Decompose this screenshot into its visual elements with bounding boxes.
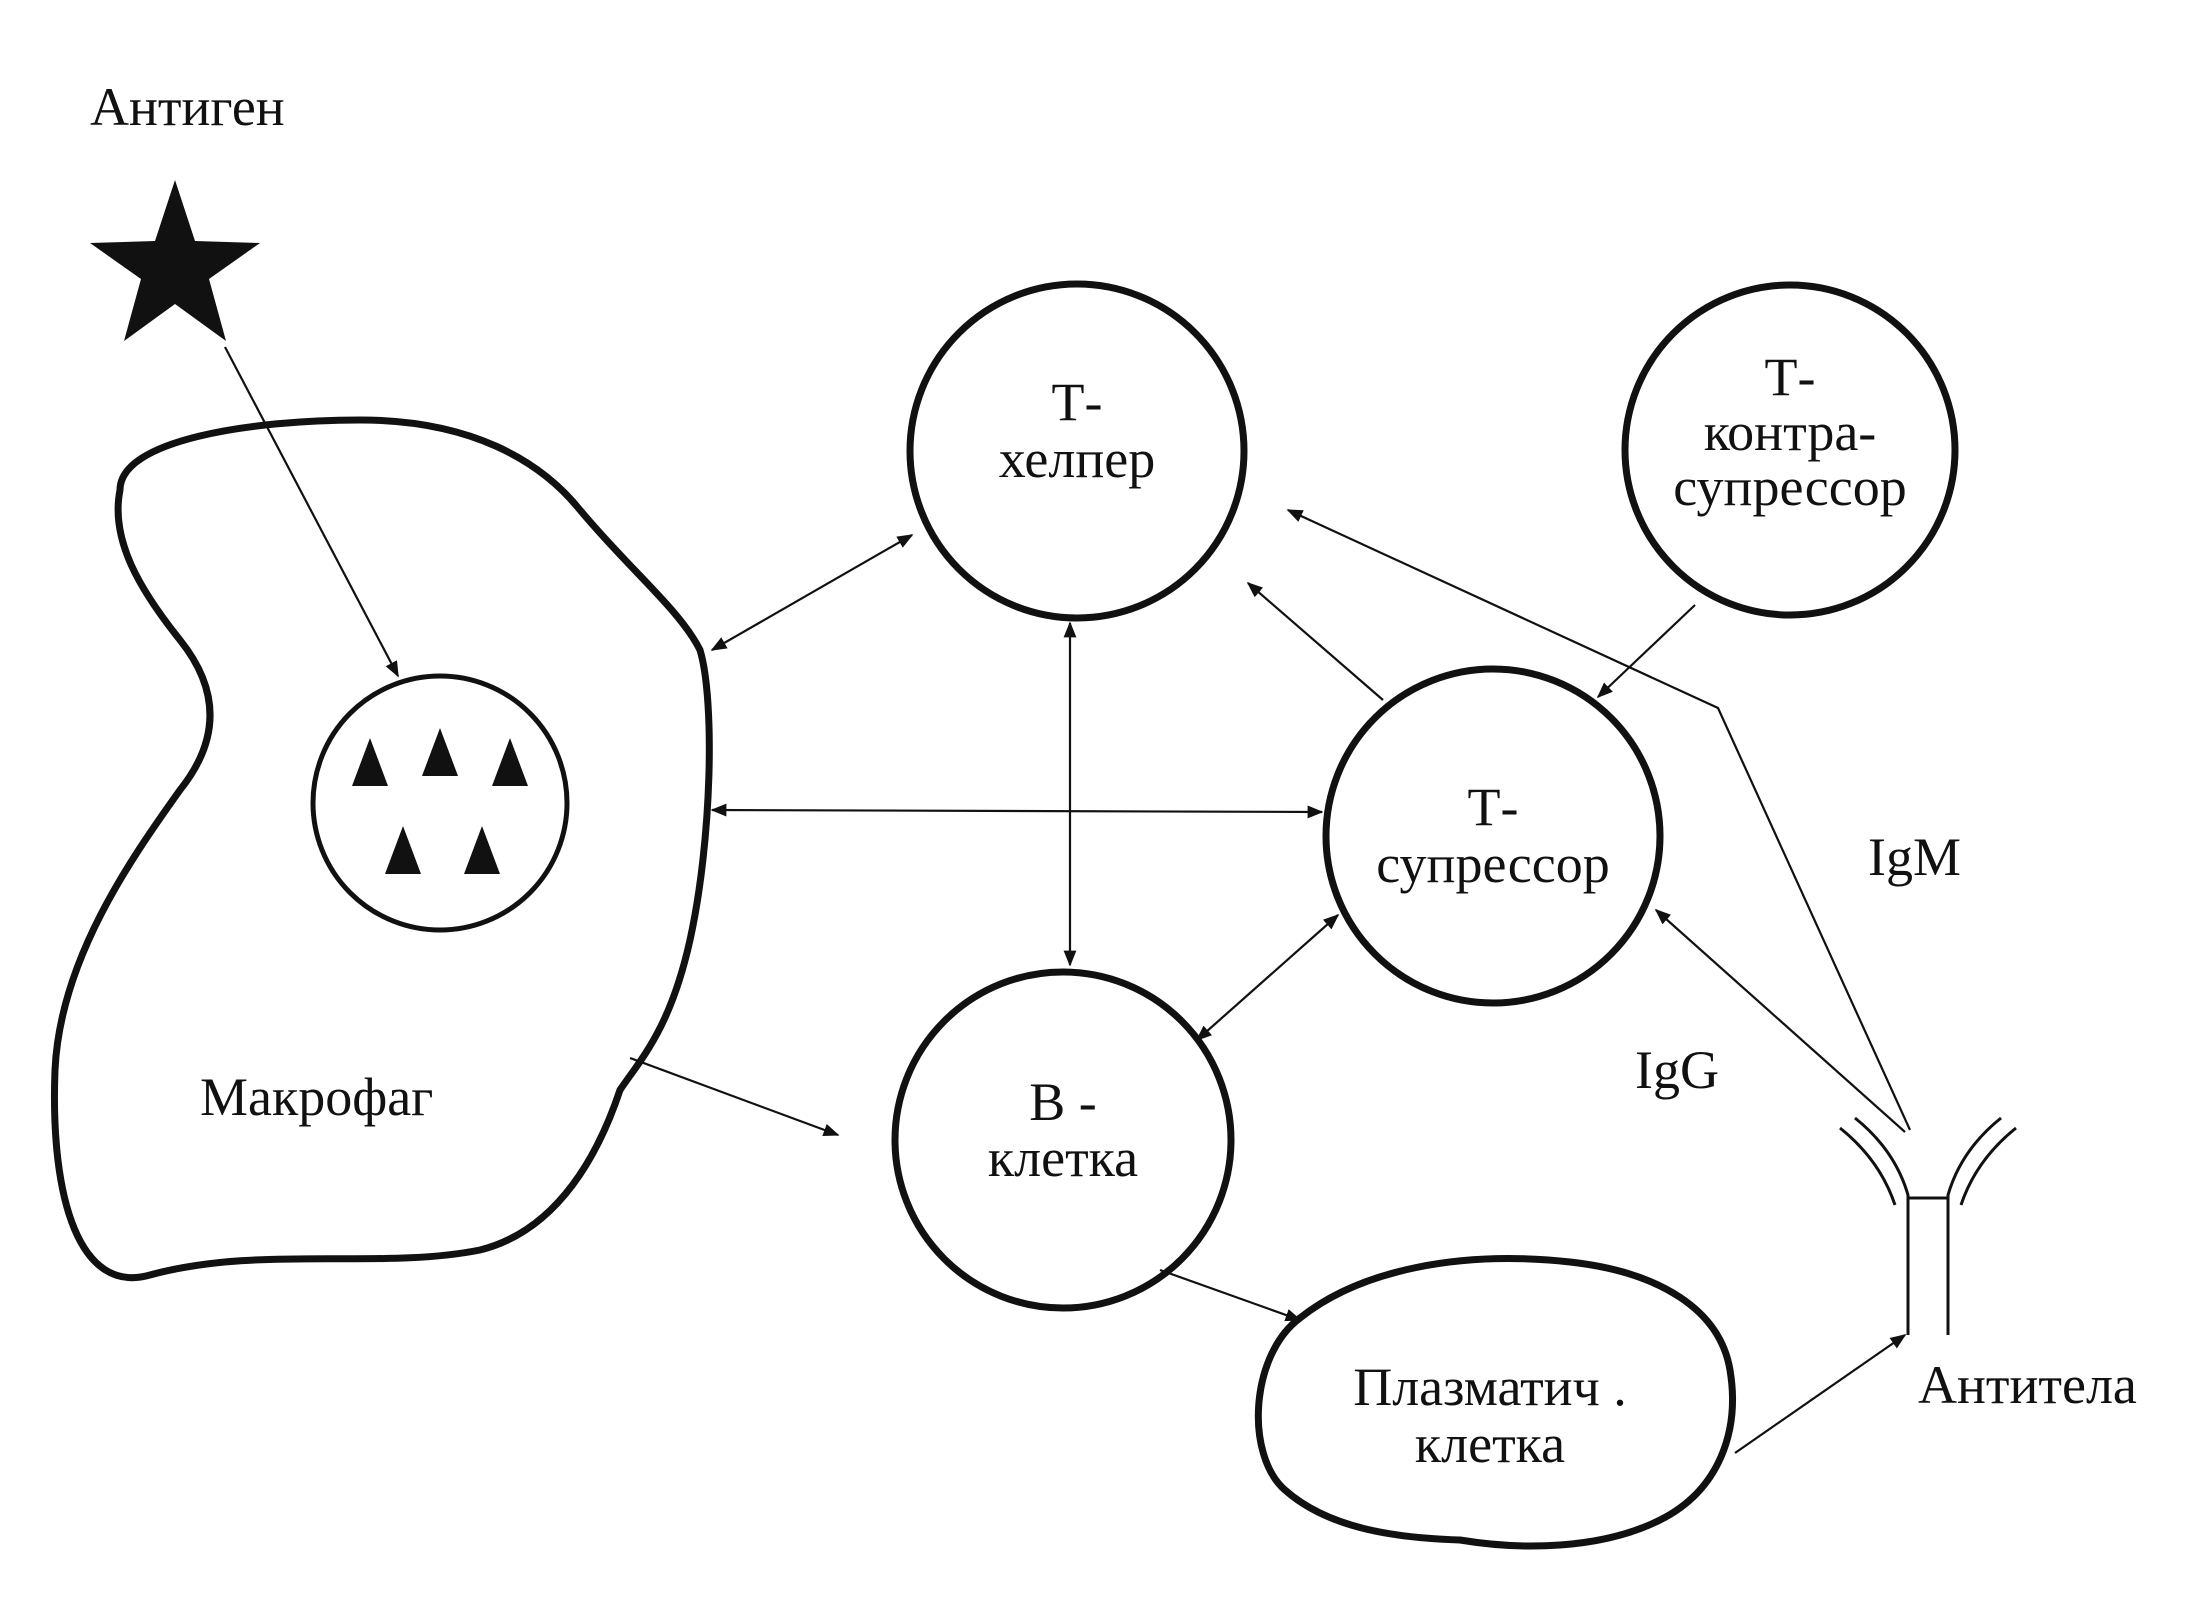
arrow-macrophage-t-suppressor: [710, 803, 1324, 819]
b-cell: [891, 968, 1235, 1312]
b-cell-label-line2: клетка: [988, 1128, 1138, 1188]
t-suppressor-cell: [1322, 665, 1664, 1007]
arrow-igg-to-t-suppressor: [1654, 908, 1906, 1133]
phagosome-vesicle: [310, 673, 570, 933]
arrow-macrophage-t-helper: [710, 534, 914, 651]
t-helper-cell: [906, 280, 1248, 622]
arrow-t-suppressor-to-t-helper: [1246, 581, 1384, 701]
t-contrasuppressor-cell: [1621, 281, 1959, 619]
arrow-macrophage-to-b-cell: [629, 1056, 840, 1137]
arrow-t-suppressor-b-cell: [1195, 913, 1340, 1042]
igg-label: IgG: [1635, 1040, 1719, 1100]
plasma-cell: [1254, 1255, 1736, 1550]
plasma-cell-label-line1: Плазматич .: [1353, 1357, 1627, 1417]
arrow-t-contrasuppressor-to-t-suppressor: [1596, 604, 1696, 699]
t-suppressor-label-line2: супрессор: [1376, 834, 1609, 894]
igm-label: IgM: [1868, 827, 1961, 887]
arrow-igm-to-t-helper: [1286, 509, 1912, 1131]
t-helper-label-line2: хелпер: [999, 429, 1155, 489]
t-contrasuppressor-label-line2: контра-: [1704, 402, 1877, 462]
arrow-b-cell-to-plasma-cell: [1159, 1268, 1302, 1322]
antibodies-label: Антитела: [1918, 1355, 2137, 1415]
arrow-plasma-cell-to-antibodies: [1734, 1334, 1907, 1454]
antigen-label: Антиген: [90, 77, 285, 137]
t-suppressor-label-line1: Т-: [1468, 777, 1519, 837]
macrophage-label: Макрофаг: [200, 1067, 433, 1127]
antibody-icon: [1839, 1116, 2017, 1335]
t-contrasuppressor-label-line1: Т-: [1765, 347, 1816, 407]
t-helper-label-line1: Т-: [1052, 372, 1103, 432]
plasma-cell-label-line2: клетка: [1415, 1414, 1565, 1474]
t-contrasuppressor-label-line3: супрессор: [1673, 457, 1906, 517]
macrophage-cell: [50, 416, 713, 1282]
antigen-star-icon: [90, 180, 260, 341]
b-cell-label-line1: В -: [1029, 1072, 1097, 1132]
antigen-fragment-icons: [352, 728, 528, 874]
arrow-antigen-to-phagosome: [224, 346, 399, 678]
